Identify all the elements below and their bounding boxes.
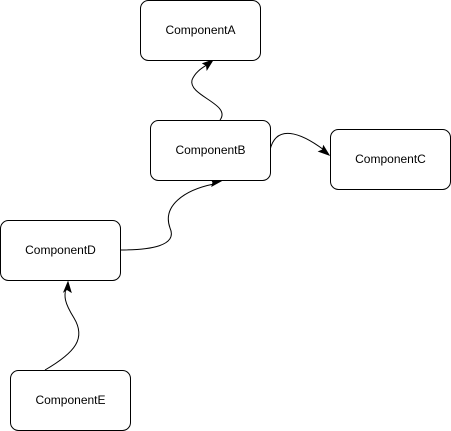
edge-e-to-d xyxy=(44,280,80,371)
node-component-e-label: ComponentE xyxy=(35,393,105,407)
edge-b-to-a-arrowhead xyxy=(201,59,215,71)
node-component-b-box xyxy=(150,120,271,181)
edge-d-to-b xyxy=(119,177,223,251)
edge-b-to-c-line xyxy=(269,133,325,151)
edge-e-to-d-arrowhead xyxy=(62,280,72,294)
node-component-d-box xyxy=(0,220,121,281)
node-component-a[interactable]: ComponentA xyxy=(140,0,261,61)
node-component-a-label: ComponentA xyxy=(165,23,235,37)
node-component-d[interactable]: ComponentD xyxy=(0,220,121,281)
node-component-c[interactable]: ComponentC xyxy=(330,129,451,190)
node-component-b[interactable]: ComponentB xyxy=(150,120,271,181)
node-component-b-label: ComponentB xyxy=(175,143,245,157)
edge-e-to-d-line xyxy=(44,287,80,371)
edge-d-to-b-line xyxy=(119,183,215,251)
edge-b-to-c-arrowhead xyxy=(317,144,331,156)
edge-b-to-a-line xyxy=(191,63,223,121)
edge-b-to-c xyxy=(269,133,331,156)
node-component-c-label: ComponentC xyxy=(355,152,426,166)
node-component-a-box xyxy=(140,0,261,61)
node-component-d-label: ComponentD xyxy=(25,243,96,257)
edge-b-to-a xyxy=(191,59,223,121)
node-component-e[interactable]: ComponentE xyxy=(10,370,131,431)
